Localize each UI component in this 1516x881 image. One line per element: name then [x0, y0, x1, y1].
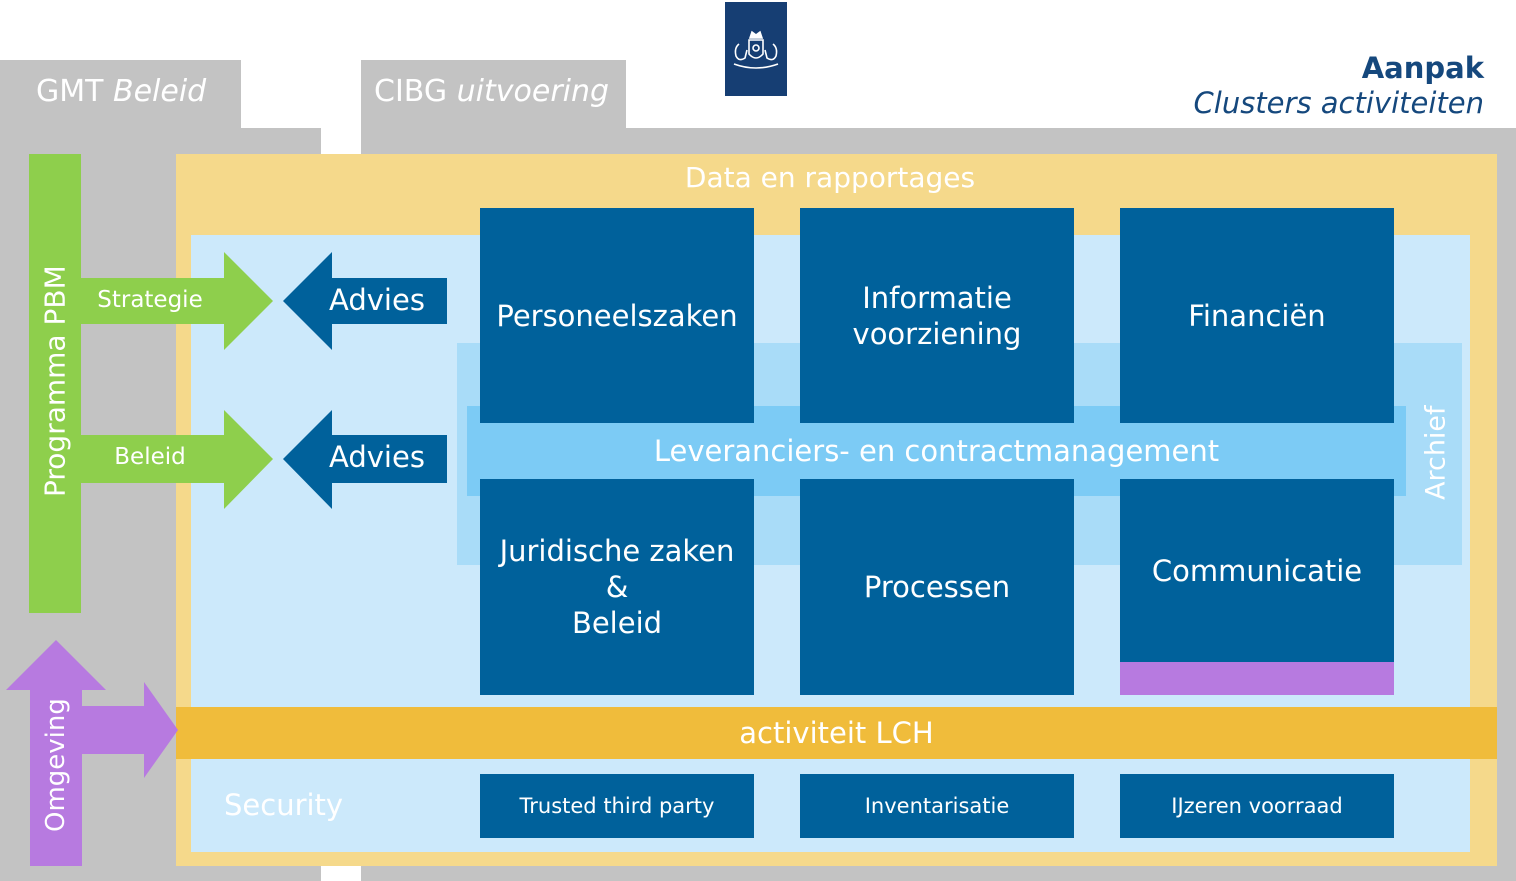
tile-processen: Processen [800, 479, 1074, 695]
tile-juridisch-label-2: & [605, 570, 629, 604]
tile-financien: Financiën [1120, 208, 1394, 423]
beleid-arrow [76, 410, 273, 509]
logo [725, 2, 787, 96]
advies-label-1: Advies [329, 283, 425, 317]
communicatie-omgeving-bar [1120, 662, 1394, 695]
tile-inventarisatie: Inventarisatie [800, 774, 1074, 838]
archief-label: Archief [1420, 405, 1452, 501]
tile-inventarisatie-label: Inventarisatie [864, 794, 1010, 818]
gmt-label: GMT [36, 74, 104, 109]
strategie-label: Strategie [97, 287, 203, 313]
strategie-arrow [76, 252, 273, 350]
tile-financien-label: Financiën [1188, 298, 1326, 333]
cibg-label: CIBG [374, 74, 448, 109]
tile-informatie-label-1: Informatie [862, 280, 1012, 315]
cibg-tab-label: CIBG uitvoering [374, 77, 609, 107]
tile-communicatie: Communicatie [1120, 479, 1394, 662]
tile-processen-label: Processen [863, 570, 1011, 604]
page-subtitle: Clusters activiteiten [1193, 86, 1484, 120]
beleid-label: Beleid [114, 444, 186, 470]
leveranciers-label: Leveranciers- en contractmanagement [653, 434, 1220, 468]
cibg-label-italic: uitvoering [456, 74, 610, 109]
cibg-tab [361, 60, 626, 130]
programma-pbm-bar [29, 154, 81, 613]
tile-informatie-label-2: voorziening [852, 316, 1022, 351]
tile-trusted-label: Trusted third party [519, 794, 715, 818]
advies-arrow-1 [283, 252, 447, 350]
security-label: Security [224, 788, 344, 822]
page-title: Aanpak [1361, 51, 1484, 85]
tile-informatievoorziening: Informatie voorziening [800, 208, 1074, 423]
crest-icon [733, 30, 779, 69]
data-rapportages-label: Data en rapportages [684, 160, 976, 194]
tile-juridische-zaken: Juridische zaken & Beleid [480, 479, 754, 695]
tile-communicatie-label: Communicatie [1151, 553, 1363, 588]
advies-arrow-2 [283, 410, 447, 509]
gmt-tab-label: GMT Beleid [36, 77, 206, 107]
lch-label: activiteit LCH [739, 716, 934, 750]
gmt-label-italic: Beleid [113, 74, 207, 109]
tile-juridisch-label-1: Juridische zaken [499, 534, 735, 568]
tile-juridisch-label-3: Beleid [571, 606, 663, 640]
advies-label-2: Advies [329, 440, 425, 474]
gmt-tab [0, 60, 241, 130]
lch-band: activiteit LCH [176, 707, 1497, 759]
tile-ijzeren-label: IJzeren voorraad [1171, 794, 1343, 818]
omgeving-label: Omgeving [41, 698, 71, 832]
tile-personeelszaken-label: Personeelszaken [496, 298, 738, 333]
programma-pbm-label: Programma PBM [38, 265, 72, 497]
tile-personeelszaken: Personeelszaken [480, 208, 754, 423]
tile-ijzeren-voorraad: IJzeren voorraad [1120, 774, 1394, 838]
omgeving-arrow [6, 640, 178, 866]
tile-trusted-third-party: Trusted third party [480, 774, 754, 838]
